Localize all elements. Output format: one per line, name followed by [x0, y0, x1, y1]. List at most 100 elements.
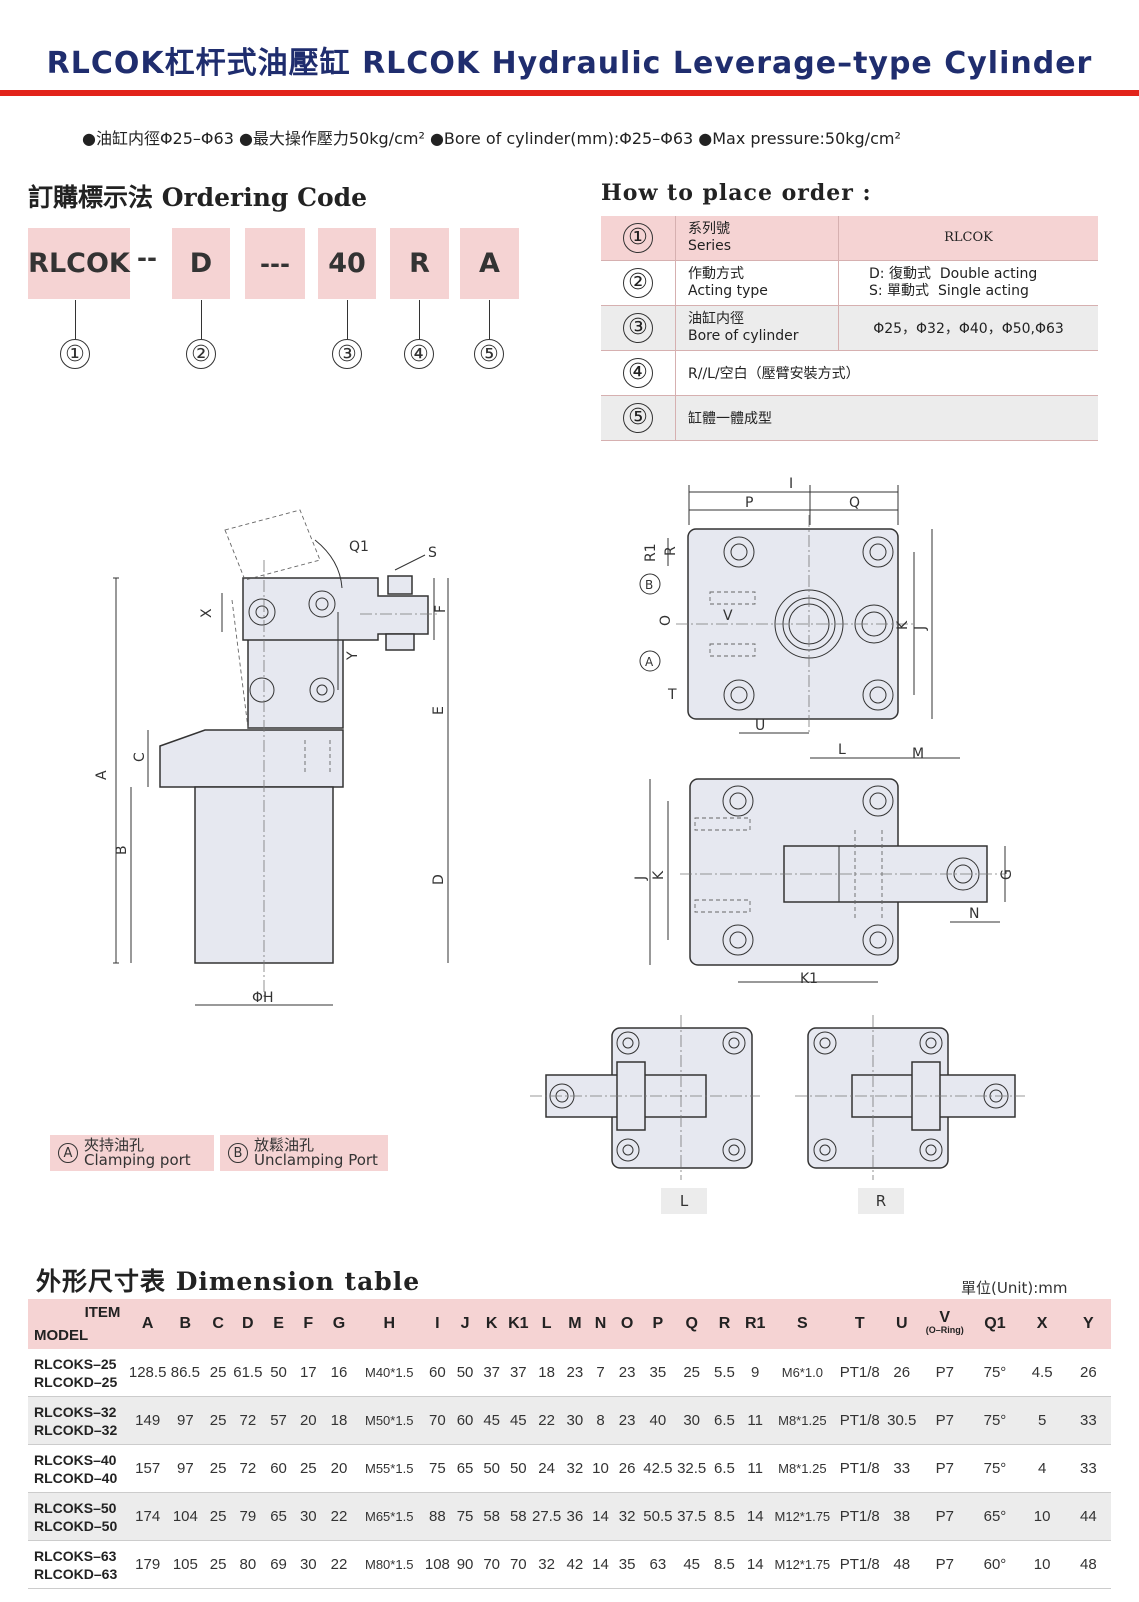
- value-cell: 11: [739, 1396, 771, 1445]
- column-header-label: X: [1036, 1315, 1048, 1332]
- value-cell: 48: [885, 1540, 919, 1589]
- column-header-c: C: [203, 1299, 233, 1349]
- column-header-label: O: [620, 1315, 634, 1332]
- value-cell: 86.5: [166, 1349, 204, 1397]
- column-header-label: H: [383, 1315, 395, 1332]
- ordering-code-title: 訂購標示法 Ordering Code: [28, 183, 368, 212]
- dimension-table-title: 外形尺寸表 Dimension table: [36, 1267, 421, 1296]
- value-cell: 30: [293, 1540, 323, 1589]
- value-cell: 23: [612, 1396, 642, 1445]
- value-cell: P7: [918, 1492, 972, 1541]
- column-header-f: F: [293, 1299, 323, 1349]
- svg-text:U: U: [755, 718, 765, 734]
- value-cell: M80*1.5: [355, 1540, 424, 1589]
- value-cell: 33: [1065, 1444, 1111, 1493]
- value-cell: 30: [674, 1396, 710, 1445]
- value-cell: 70: [423, 1396, 452, 1445]
- value-cell: 65: [263, 1492, 294, 1541]
- value-cell: 61.5: [232, 1349, 264, 1397]
- model-name: RLCOKD–50: [34, 1517, 118, 1534]
- value-cell: 27.5: [531, 1492, 562, 1541]
- value-cell: 18: [531, 1349, 562, 1397]
- value-cell: M40*1.5: [355, 1349, 424, 1397]
- column-header-h: H: [355, 1299, 424, 1349]
- svg-text:A: A: [645, 655, 654, 669]
- value-cell: 45: [505, 1396, 532, 1445]
- column-header-label: Q1: [984, 1315, 1006, 1332]
- value-cell: 36: [561, 1492, 589, 1541]
- leader-line: [75, 300, 76, 339]
- model-name: RLCOKS–50: [34, 1499, 117, 1516]
- code-box-body: A: [460, 228, 519, 299]
- value-cell: 25: [203, 1492, 233, 1541]
- model-name: RLCOKS–40: [34, 1451, 117, 1468]
- column-header-sublabel: (O–Ring): [925, 1325, 964, 1335]
- svg-text:K1: K1: [800, 971, 818, 987]
- model-name: RLCOKD–63: [34, 1565, 118, 1582]
- value-cell: 58: [505, 1492, 532, 1541]
- value-cell: P7: [918, 1349, 972, 1397]
- svg-text:X: X: [199, 608, 215, 618]
- value-cell: 22: [531, 1396, 562, 1445]
- column-header-b: B: [166, 1299, 204, 1349]
- column-header-label: Y: [1083, 1315, 1094, 1332]
- value-cell: 33: [1065, 1396, 1111, 1445]
- row-label-en: Bore of cylinder: [688, 327, 799, 344]
- port-a-icon: A: [58, 1143, 78, 1163]
- value-cell: 63: [641, 1540, 675, 1589]
- value-cell: 60: [423, 1349, 452, 1397]
- value-cell: 30: [561, 1396, 589, 1445]
- svg-text:D: D: [431, 874, 447, 885]
- value-cell: 97: [166, 1444, 204, 1493]
- value-cell: 70: [505, 1540, 532, 1589]
- technical-drawings: Q1 S X F Y E A C B D ΦH I P Q R1 R B V O…: [94, 476, 1025, 1180]
- code-number-5: ⑤: [474, 339, 504, 369]
- svg-text:R1: R1: [643, 543, 659, 562]
- column-header-label: T: [854, 1315, 865, 1332]
- plan-view-drawing: L M J K G N K1: [633, 742, 1015, 987]
- svg-text:S: S: [428, 545, 437, 561]
- value-cell: 45: [478, 1396, 505, 1445]
- value-cell: 75: [423, 1444, 452, 1493]
- svg-text:N: N: [969, 906, 979, 922]
- value-cell: M50*1.5: [355, 1396, 424, 1445]
- svg-text:K: K: [651, 870, 667, 880]
- value-cell: 32.5: [674, 1444, 710, 1493]
- code-number-1: ①: [60, 339, 90, 369]
- row-label-en: Series: [688, 237, 732, 254]
- code-box-series: RLCOK: [28, 228, 130, 299]
- row-label-en: Acting type: [688, 282, 768, 299]
- column-header-label: S: [797, 1315, 808, 1332]
- value-cell: 60: [451, 1396, 479, 1445]
- code-box-mounting: R: [390, 228, 449, 299]
- column-header-label: B: [179, 1315, 192, 1332]
- column-header-label: A: [141, 1315, 154, 1332]
- value-cell: M8*1.25: [770, 1444, 835, 1493]
- value-cell: 30: [293, 1492, 323, 1541]
- column-header-label: R: [718, 1315, 731, 1332]
- value-cell: 72: [232, 1396, 264, 1445]
- value-cell: 9: [739, 1349, 771, 1397]
- value-cell: M55*1.5: [355, 1444, 424, 1493]
- row-value: S: 單動式 Single acting: [869, 282, 1029, 299]
- top-view-drawing: I P Q R1 R B V O K J A T U: [639, 476, 933, 735]
- svg-text:V: V: [723, 608, 733, 624]
- value-cell: M6*1.0: [770, 1349, 835, 1397]
- model-label: MODEL: [34, 1327, 89, 1344]
- value-cell: 6.5: [709, 1396, 740, 1445]
- value-cell: 26: [885, 1349, 919, 1397]
- row-value: Φ25，Φ32，Φ40，Φ50,Φ63: [838, 305, 1098, 351]
- column-header-d: D: [232, 1299, 264, 1349]
- value-cell: M12*1.75: [770, 1492, 835, 1541]
- value-cell: 50: [451, 1349, 479, 1397]
- value-cell: 58: [478, 1492, 505, 1541]
- column-header-e: E: [263, 1299, 294, 1349]
- value-cell: 42.5: [641, 1444, 675, 1493]
